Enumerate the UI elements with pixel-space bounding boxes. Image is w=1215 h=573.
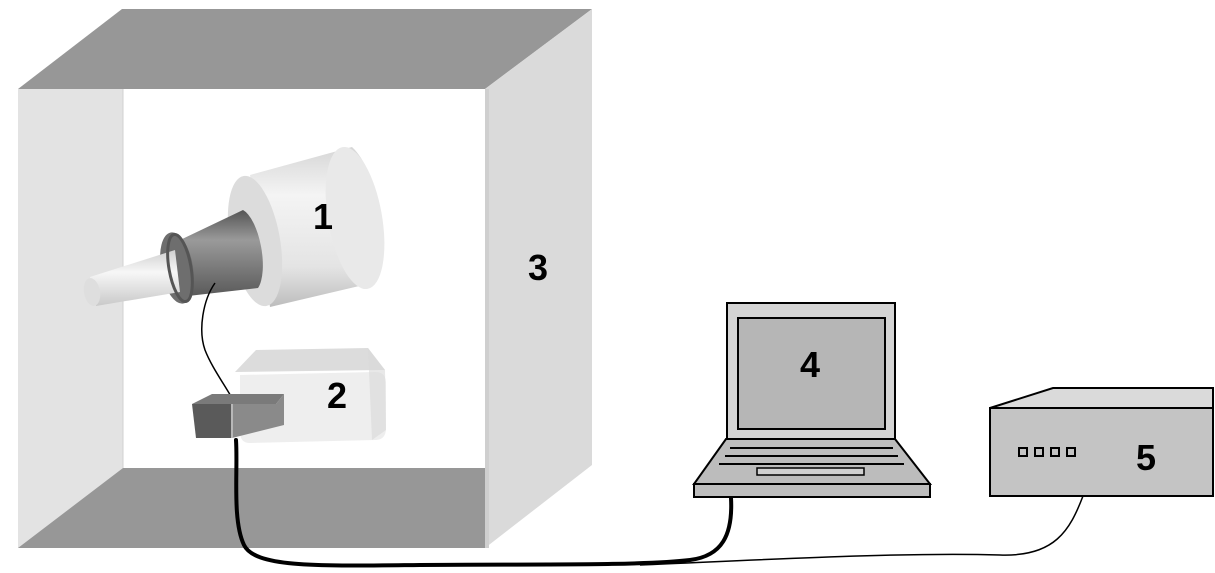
sleeve-body bbox=[178, 210, 263, 296]
sensor-front bbox=[192, 404, 232, 438]
sensor-wire bbox=[201, 282, 237, 406]
cable-sensor-to-laptop bbox=[234, 438, 734, 568]
label-part-3: 3 bbox=[528, 247, 548, 288]
label-part-2: 2 bbox=[327, 375, 347, 416]
box-top-face bbox=[235, 348, 385, 372]
instrument-front-face bbox=[989, 407, 1214, 497]
instrument-indicator-lights bbox=[1018, 447, 1076, 457]
sensor-top bbox=[192, 394, 284, 404]
frame-bottom-face bbox=[18, 468, 485, 548]
laptop-base-edge bbox=[693, 483, 931, 498]
laptop-spacebar bbox=[756, 467, 865, 476]
large-cylinder-end bbox=[325, 146, 385, 290]
frame-inner-right-wall bbox=[485, 89, 489, 548]
cylinder-assembly bbox=[83, 146, 385, 307]
sensor-side bbox=[232, 394, 284, 438]
label-part-4: 4 bbox=[800, 344, 820, 385]
sleeve-collar bbox=[166, 232, 194, 304]
rod-body bbox=[90, 250, 180, 306]
frame-top-face bbox=[18, 9, 592, 89]
label-part-5: 5 bbox=[1136, 437, 1156, 478]
rod-end bbox=[83, 278, 101, 306]
instrument-box bbox=[989, 387, 1214, 497]
laptop-keyboard-deck bbox=[692, 438, 933, 485]
laptop-screen bbox=[737, 317, 886, 430]
box-side bbox=[368, 348, 386, 440]
frame-right-face bbox=[485, 9, 592, 548]
instrument-top-face bbox=[989, 387, 1214, 409]
label-part-1: 1 bbox=[313, 196, 333, 237]
frame-left-post bbox=[18, 89, 123, 548]
cable-laptop-to-instrument bbox=[639, 495, 1084, 566]
amplifier-box bbox=[192, 348, 386, 443]
laptop-keys bbox=[719, 447, 904, 465]
laptop bbox=[692, 302, 933, 498]
